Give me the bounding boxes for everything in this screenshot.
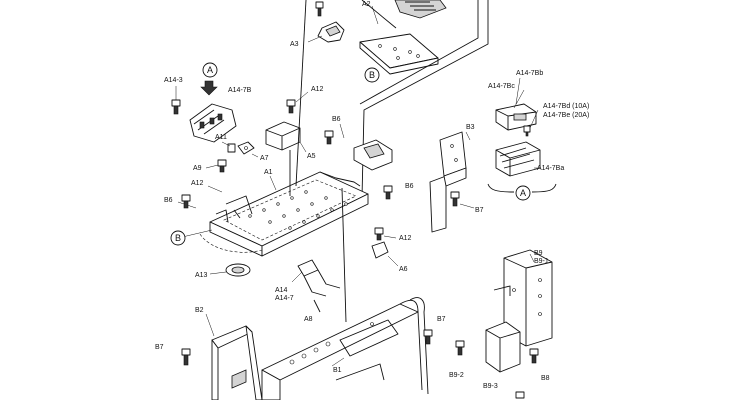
grommet-a13 xyxy=(209,263,251,277)
label-b6-top: B6 xyxy=(332,116,341,123)
relay-bracket-assembly xyxy=(307,0,489,199)
main-mounting-plate-a1 xyxy=(177,0,369,323)
relay-box-a14-7b xyxy=(189,80,237,143)
bolt-icon xyxy=(286,91,309,114)
ref-circle-a-detail: A xyxy=(515,185,531,201)
label-a14-7: A14-7 xyxy=(275,295,294,302)
label-a11: A11 xyxy=(215,134,227,141)
bolt-icon xyxy=(423,329,433,345)
svg-text:A: A xyxy=(520,188,526,198)
bolt-icon xyxy=(529,348,539,364)
bracket-b3 xyxy=(429,131,471,233)
label-a14: A14 xyxy=(275,287,288,294)
frame-b2 xyxy=(205,313,263,400)
svg-text:B: B xyxy=(369,70,375,80)
label-b3: B3 xyxy=(466,124,475,131)
label-b7-lower: B7 xyxy=(437,316,446,323)
label-a13: A13 xyxy=(195,272,208,279)
label-a5: A5 xyxy=(307,153,316,160)
part-labels: A2 A3 A14-3 A14-7B A12 A11 A9 A7 A5 B6 A… xyxy=(155,1,589,390)
label-a8: A8 xyxy=(304,316,313,323)
bracket-b6 xyxy=(339,123,393,171)
bolt-icon xyxy=(324,130,334,145)
clamp-a12-a6 xyxy=(371,227,399,267)
label-a14-7bc: A14-7Bc xyxy=(488,83,515,90)
label-b1: B1 xyxy=(333,367,342,374)
label-b9-3: B9-3 xyxy=(483,383,498,390)
frame-holes xyxy=(289,322,374,365)
label-a12-left: A12 xyxy=(191,180,204,187)
label-b6-right: B6 xyxy=(405,183,414,190)
ref-circle-b-upper: B xyxy=(364,67,380,83)
bolt-icon xyxy=(181,194,191,209)
label-a7: A7 xyxy=(260,155,269,162)
fuse-detail-a xyxy=(487,77,557,193)
label-a1: A1 xyxy=(264,169,273,176)
frame-b1 xyxy=(261,297,429,400)
bolt-icon xyxy=(450,191,475,209)
plate-holes xyxy=(248,190,348,230)
reference-markers: A B B A xyxy=(170,62,531,246)
bolt-icon xyxy=(383,185,393,200)
label-b6-left: B6 xyxy=(164,197,173,204)
svg-text:B: B xyxy=(175,233,181,243)
label-a14-3: A14-3 xyxy=(164,77,183,84)
label-a14-7ba: A14-7Ba xyxy=(537,165,564,172)
bolt-icon xyxy=(515,391,525,399)
relay-a5 xyxy=(265,121,307,153)
label-a14-7be: A14-7Be (20A) xyxy=(543,112,589,119)
label-b9: B9 xyxy=(534,250,543,257)
relay-box-b9-3 xyxy=(485,321,521,373)
label-a14-7bb: A14-7Bb xyxy=(516,70,543,77)
label-b7-right: B7 xyxy=(475,207,484,214)
label-b2: B2 xyxy=(195,307,204,314)
label-a6: A6 xyxy=(399,266,408,273)
label-b9-2: B9-2 xyxy=(449,372,464,379)
arrow-down-icon xyxy=(200,80,218,96)
cable-a14 xyxy=(291,259,341,313)
small-parts-left xyxy=(205,141,259,173)
label-a14-7bd: A14-7Bd (10A) xyxy=(543,103,589,110)
label-b9-1: B9-1 xyxy=(534,258,549,265)
label-a9: A9 xyxy=(193,165,202,172)
label-a12-top: A12 xyxy=(311,86,324,93)
label-a12-right: A12 xyxy=(399,235,412,242)
ref-circle-a-top: A xyxy=(202,62,218,78)
label-a14-7b: A14-7B xyxy=(228,87,252,94)
bracket-b9 xyxy=(493,249,553,347)
svg-text:A: A xyxy=(207,65,213,75)
label-b7-left: B7 xyxy=(155,344,164,351)
label-a2: A2 xyxy=(362,1,371,8)
ref-circle-b-left: B xyxy=(170,230,186,246)
bolt-icon xyxy=(171,86,181,115)
bolt-icon xyxy=(315,1,324,17)
bolt-icon xyxy=(181,348,191,366)
bolt-icon xyxy=(455,340,465,356)
label-a3: A3 xyxy=(290,41,299,48)
label-b8: B8 xyxy=(541,375,550,382)
